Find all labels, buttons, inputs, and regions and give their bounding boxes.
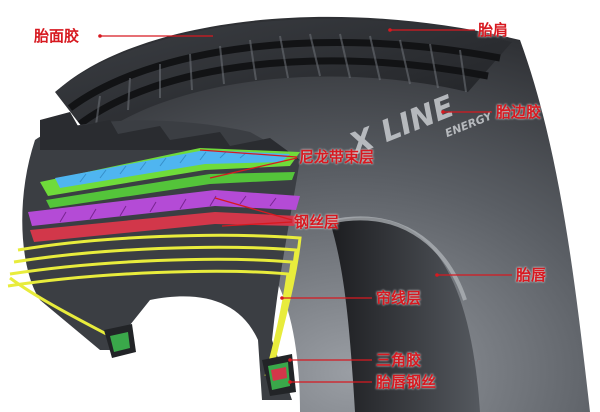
leader-dots [98, 28, 445, 384]
bead-right [262, 354, 296, 396]
label-apex: 三角胶 [376, 351, 422, 369]
tread-grooves [67, 38, 501, 127]
steel-belt-layers [28, 190, 300, 242]
label-shoulder: 胎肩 [478, 21, 509, 39]
tread-band [55, 18, 512, 140]
label-sidewall: 胎边胶 [496, 103, 542, 121]
label-ply: 帘线层 [376, 289, 422, 307]
label-tread: 胎面胶 [34, 27, 80, 45]
leader-steel-1 [214, 197, 293, 221]
label-steel-belt: 钢丝层 [294, 213, 340, 231]
label-bead-wire: 胎唇钢丝 [376, 373, 437, 391]
leader-lines [100, 29, 512, 383]
ply-cord-lines [7, 233, 302, 377]
bead-left [104, 324, 136, 358]
label-nylon-belt: 尼龙带束层 [299, 148, 375, 166]
label-bead: 胎唇 [516, 266, 547, 284]
tire-inner-hole [330, 217, 480, 412]
leader-nylon-2 [209, 157, 298, 179]
nylon-belt-layers [40, 148, 300, 208]
leader-steel-2 [221, 221, 293, 227]
leader-nylon-1 [199, 149, 298, 158]
